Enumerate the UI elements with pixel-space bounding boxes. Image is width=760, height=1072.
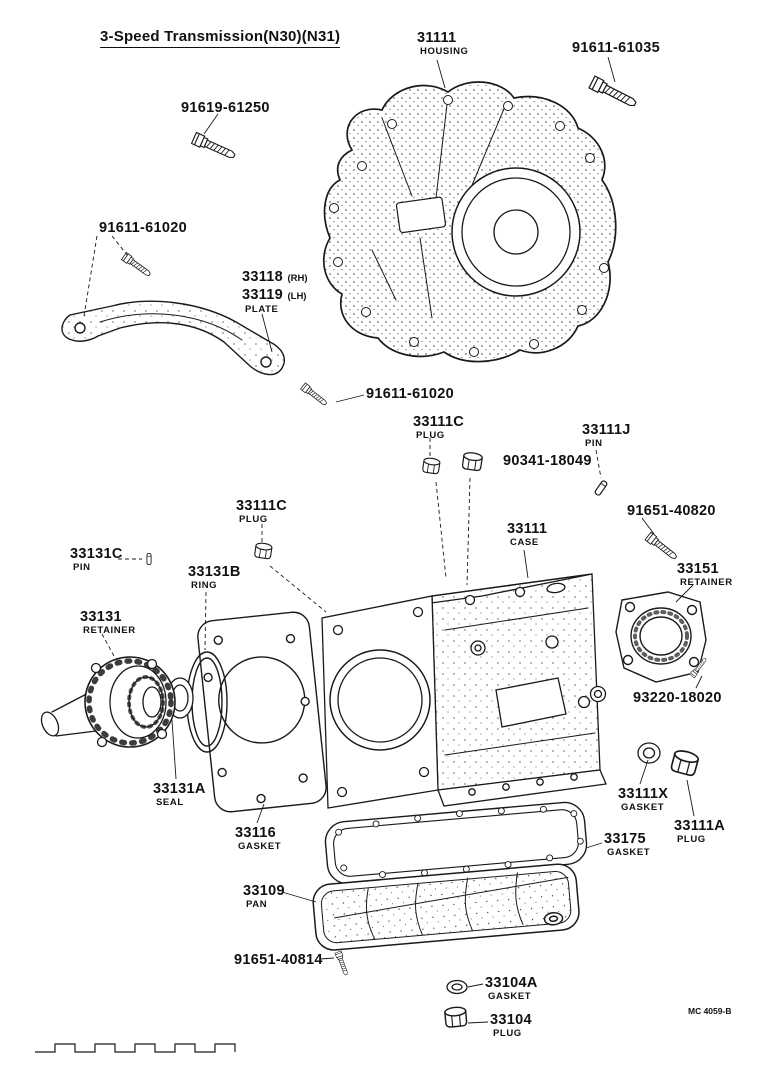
housing-drawing bbox=[322, 81, 617, 363]
part-label-gasket-33111x: 33111X GASKET bbox=[618, 786, 668, 814]
part-number: 91611-61020 bbox=[366, 386, 454, 402]
part-name: GASKET bbox=[238, 840, 282, 852]
part-label-gasket-33175: 33175 GASKET bbox=[604, 831, 650, 859]
part-number: 93220-18020 bbox=[633, 690, 722, 706]
part-name: PLUG bbox=[239, 513, 268, 525]
part-number: 91651-40814 bbox=[234, 952, 323, 968]
part-label-retainer-33151: 33151 RETAINER bbox=[677, 561, 733, 589]
part-label-bolt-91619-61250: 91619-61250 bbox=[181, 100, 270, 117]
part-number: 33111C bbox=[413, 414, 464, 430]
part-label-gasket-33116: 33116 GASKET bbox=[235, 825, 281, 853]
part-label-plug-33111a: 33111A PLUG bbox=[674, 818, 725, 846]
part-number: 33151 bbox=[677, 561, 719, 577]
part-number: 33111C bbox=[236, 498, 287, 514]
part-side-suffix: (LH) bbox=[287, 291, 307, 303]
part-number: 91611-61035 bbox=[572, 40, 660, 56]
part-label-bolt-91611-61020-left: 91611-61020 bbox=[99, 220, 187, 237]
part-label-plug-33111c-upper: 33111C PLUG bbox=[413, 414, 464, 442]
part-number: 91619-61250 bbox=[181, 100, 270, 116]
part-label-pin-33131c: 33131C PIN bbox=[70, 546, 123, 574]
gasket-33116-drawing bbox=[197, 611, 327, 813]
case-drawing bbox=[321, 573, 607, 809]
part-name: SEAL bbox=[156, 796, 184, 808]
plate-drawing bbox=[61, 300, 286, 376]
part-label-bolt-93220-18020: 93220-18020 bbox=[633, 690, 722, 707]
part-number: 33131C bbox=[70, 546, 123, 562]
part-number: 90341-18049 bbox=[503, 453, 592, 469]
part-number: 33104 bbox=[490, 1012, 532, 1028]
part-label-plug-90341-18049: 90341-18049 bbox=[503, 453, 592, 470]
pan-gasket-33175-drawing bbox=[324, 801, 588, 885]
part-number: 33116 bbox=[235, 825, 277, 841]
part-label-plug-33104: 33104 PLUG bbox=[490, 1012, 532, 1040]
part-side-suffix: (RH) bbox=[287, 273, 308, 284]
part-label-plug-33111c-lower: 33111C PLUG bbox=[236, 498, 287, 526]
part-label-bolt-91651-40820: 91651-40820 bbox=[627, 503, 716, 520]
part-name: PLUG bbox=[677, 833, 706, 845]
part-number: 31111 bbox=[417, 30, 457, 46]
pan-33109-drawing bbox=[312, 863, 580, 951]
part-label-housing: 31111 HOUSING bbox=[417, 30, 469, 58]
part-name: RETAINER bbox=[680, 576, 733, 588]
part-name: PLUG bbox=[416, 429, 445, 441]
part-label-retainer-33131: 33131 RETAINER bbox=[80, 609, 136, 637]
hardware-drawing bbox=[121, 75, 709, 1029]
part-number: 33118 bbox=[242, 269, 284, 285]
part-label-gasket-33104a: 33104A GASKET bbox=[485, 975, 538, 1003]
retainer-33131-drawing bbox=[40, 656, 176, 748]
part-name: HOUSING bbox=[420, 45, 469, 57]
part-number: 33109 bbox=[243, 883, 285, 899]
part-number: 33131 bbox=[80, 609, 122, 625]
part-name: PIN bbox=[585, 437, 603, 449]
part-name: GASKET bbox=[621, 801, 665, 813]
part-label-pan-33109: 33109 PAN bbox=[243, 883, 285, 911]
part-number: 33175 bbox=[604, 831, 646, 847]
part-name: PIN bbox=[73, 561, 91, 573]
part-number: 33119 bbox=[242, 287, 284, 304]
part-label-case: 33111 CASE bbox=[507, 521, 547, 549]
part-number: 33111A bbox=[674, 818, 725, 834]
part-name: CASE bbox=[510, 536, 539, 548]
part-name: GASKET bbox=[488, 990, 532, 1002]
part-name: RING bbox=[191, 579, 218, 591]
part-label-seal-33131a: 33131A SEAL bbox=[153, 781, 206, 809]
retainer-33151-drawing bbox=[615, 591, 707, 683]
part-label-bolt-91611-61020-mid: 91611-61020 bbox=[366, 386, 454, 403]
part-label-bolt-91611-61035: 91611-61035 bbox=[572, 40, 660, 57]
leader-lines-dashed bbox=[83, 235, 602, 657]
part-number: 91651-40820 bbox=[627, 503, 716, 519]
part-number: 33131A bbox=[153, 781, 206, 797]
part-label-bolt-91651-40814: 91651-40814 bbox=[234, 952, 323, 969]
scale-ruler bbox=[35, 1043, 236, 1053]
part-name: GASKET bbox=[607, 846, 651, 858]
part-label-ring-33131b: 33131B RING bbox=[188, 564, 241, 592]
part-name: RETAINER bbox=[83, 624, 136, 636]
part-name: PAN bbox=[246, 898, 268, 910]
part-number: 33104A bbox=[485, 975, 538, 991]
part-number: 33111X bbox=[618, 786, 669, 802]
leader-lines bbox=[171, 56, 703, 1024]
page-title: 3-Speed Transmission(N30)(N31) bbox=[100, 28, 341, 48]
part-number: 33131B bbox=[188, 564, 241, 580]
part-number: 33111J bbox=[582, 422, 631, 438]
part-number: 33111 bbox=[507, 521, 548, 537]
part-number: 91611-61020 bbox=[99, 220, 187, 236]
part-label-pin-33111j: 33111J PIN bbox=[582, 422, 631, 450]
document-code: MC 4059-B bbox=[688, 1006, 732, 1016]
part-label-plate: 33118 (RH) 33119 (LH) PLATE bbox=[242, 268, 308, 316]
part-name: PLUG bbox=[493, 1027, 522, 1039]
part-name: PLATE bbox=[245, 303, 279, 315]
